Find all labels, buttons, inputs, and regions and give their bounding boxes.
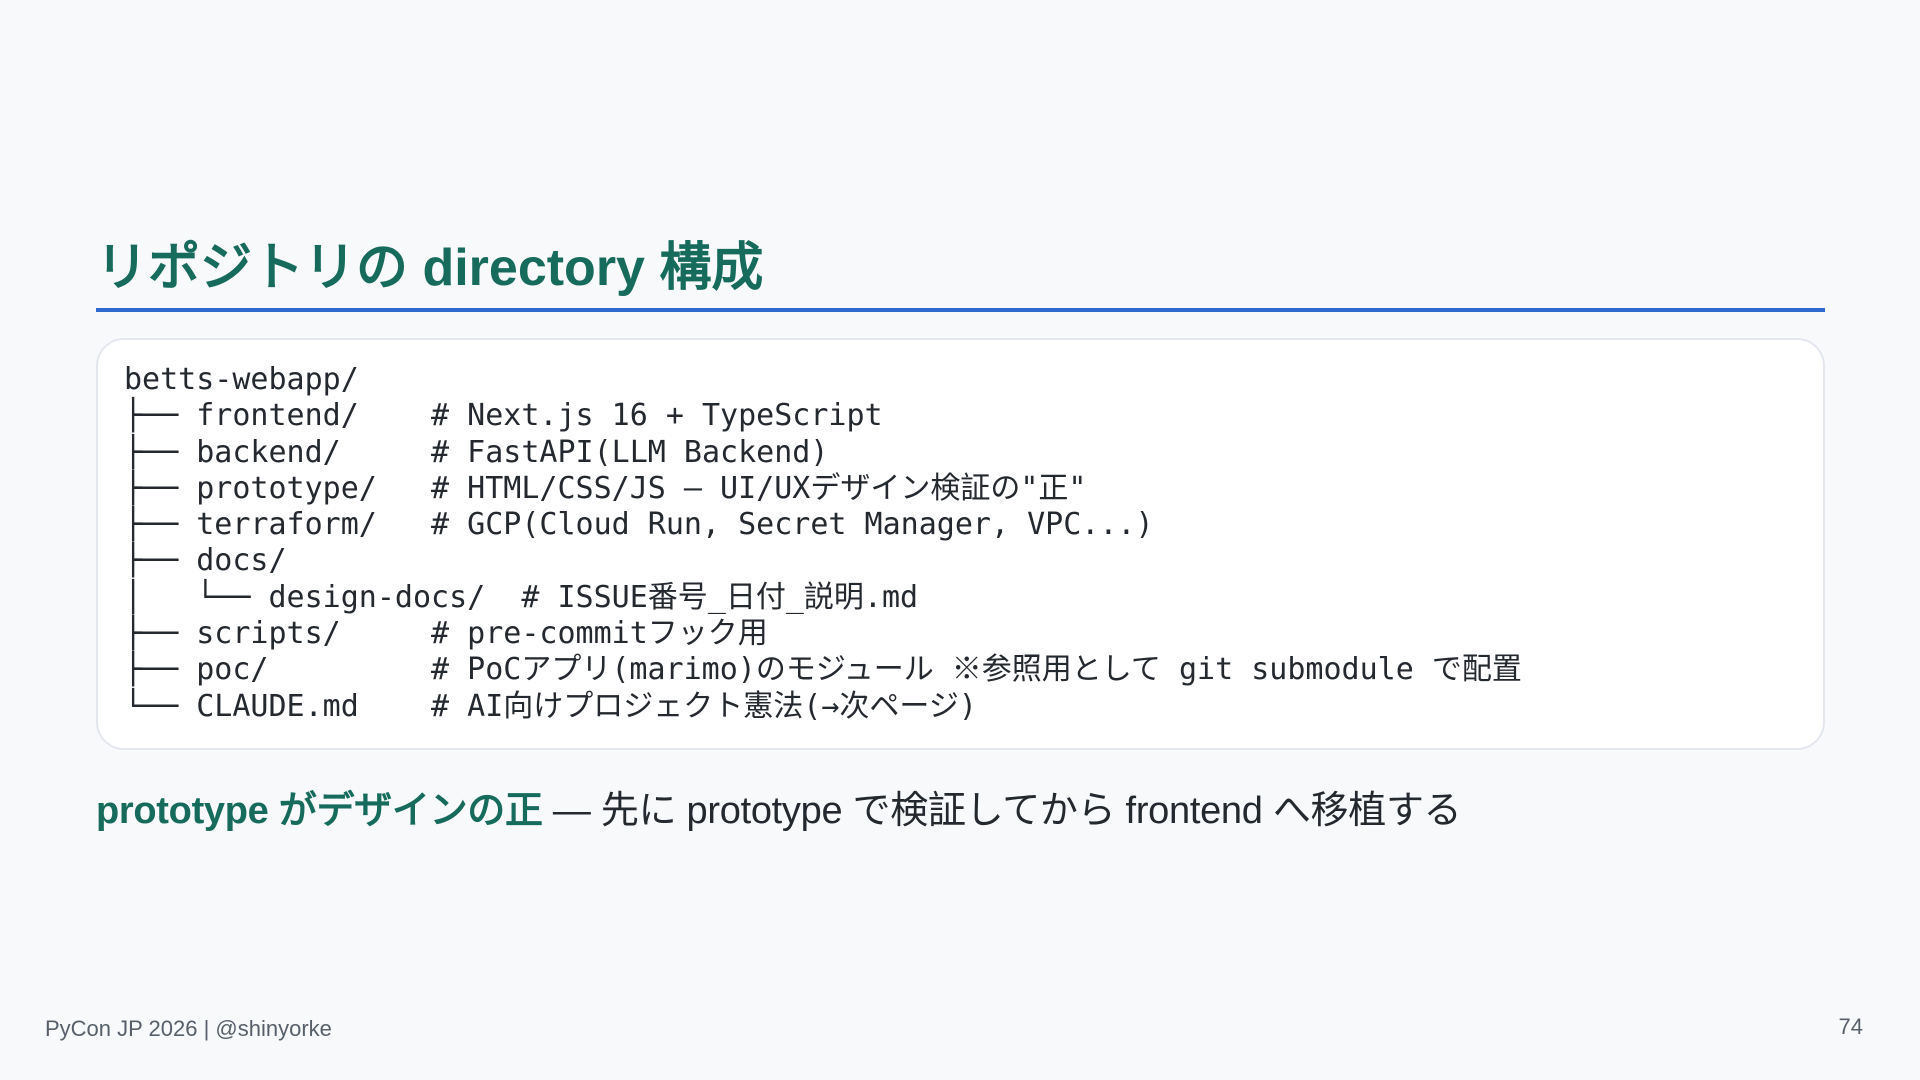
tree-line-poc: ├── poc/ # PoCアプリ(marimo)のモジュール ※参照用として …	[124, 652, 1522, 688]
footer-event-author: PyCon JP 2026 | @shinyorke	[45, 1016, 332, 1041]
tree-line-backend: ├── backend/ # FastAPI(LLM Backend)	[124, 434, 829, 470]
tree-line-prototype: ├── prototype/ # HTML/CSS/JS — UI/UXデザイン…	[124, 470, 1087, 506]
directory-tree-card: betts-webapp/├── frontend/ # Next.js 16 …	[96, 338, 1825, 750]
tree-line-docs: ├── docs/	[124, 543, 287, 579]
tree-line-scripts: ├── scripts/ # pre-commitフック用	[124, 616, 768, 652]
summary-line: prototype がデザインの正 — 先に prototype で検証してから…	[96, 784, 1462, 838]
title-underline	[96, 308, 1825, 312]
tree-line-design-docs: │ └── design-docs/ # ISSUE番号_日付_説明.md	[124, 579, 919, 615]
page-number: 74	[1838, 1014, 1863, 1039]
tree-line-terraform: ├── terraform/ # GCP(Cloud Run, Secret M…	[124, 507, 1154, 543]
summary-emphasis: prototype がデザインの正	[96, 790, 543, 832]
tree-line-claude-md: └── CLAUDE.md # AI向けプロジェクト憲法(→次ページ)	[124, 688, 977, 724]
tree-line-frontend: ├── frontend/ # Next.js 16 + TypeScript	[124, 398, 883, 434]
slide-title: リポジトリの directory 構成	[96, 239, 764, 297]
summary-text: — 先に prototype で検証してから frontend へ移植する	[542, 790, 1462, 832]
tree-line-root: betts-webapp/	[124, 362, 359, 397]
directory-tree: betts-webapp/├── frontend/ # Next.js 16 …	[124, 362, 1797, 725]
